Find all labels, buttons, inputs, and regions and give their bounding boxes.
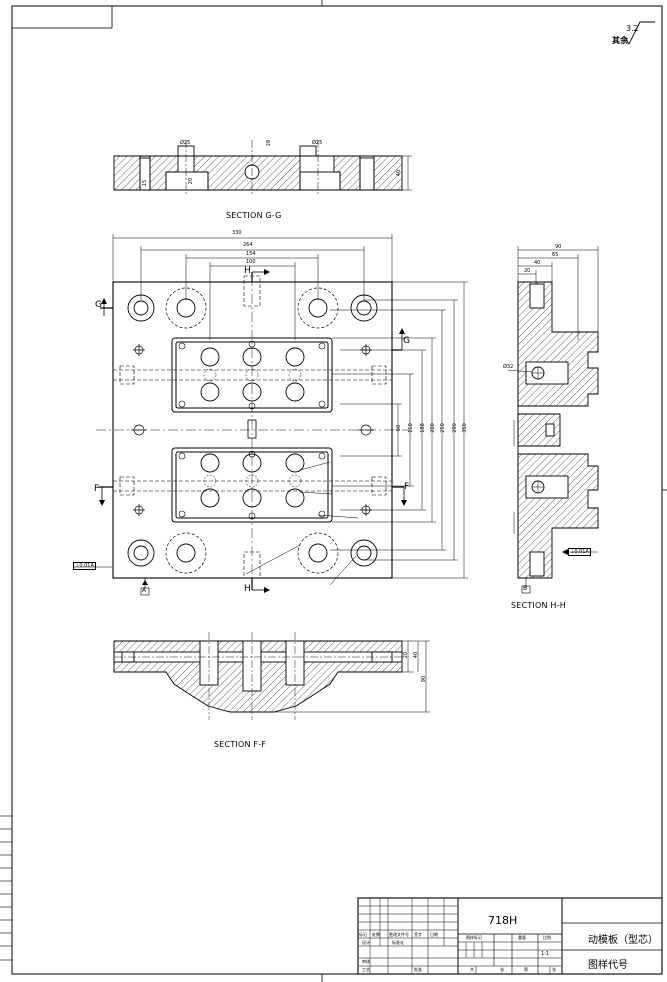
dim-ff-0: 20 [403,651,410,659]
tb-row-5: 设计 [362,940,370,945]
tb-row-2: 更改文件号 [389,932,409,937]
plan-view [73,234,468,596]
section-ff-view [113,632,430,720]
dim-top-2: 154 [246,251,256,257]
roughness-value: 3.2 [626,24,639,33]
dim-hh-0: 90 [555,244,562,250]
dim-gg-5: 20 [188,177,195,185]
tb-row-9: 批准 [414,967,422,972]
dim-right-0: 50 [396,424,403,432]
part-name: 动模板（型芯） [588,935,658,946]
dim-top-1: 264 [243,242,253,248]
tb-col-5: 第 [524,967,528,972]
dim-ff-2: 90 [421,675,428,683]
tb-col-3: 共 [470,967,474,972]
cut-label-h-top: H [244,266,251,276]
dim-right-6: 350 [461,423,468,433]
dim-top-3: 100 [246,259,256,265]
tb-row-6: 标准化 [392,940,404,945]
tb-row-8: 工艺 [362,967,370,972]
dim-right-3: 200 [429,423,436,433]
material-label: 718H [488,914,518,927]
tb-col-1: 重量 [518,935,526,940]
cut-label-f-left: F [94,484,100,494]
dim-diam-32: Ø32 [503,364,514,370]
tb-col-2: 比例 [543,935,551,940]
tb-col-6: 张 [552,967,556,972]
title-block [357,897,663,975]
datum-frame-right: ⊥0.01A [568,548,591,556]
datum-a-label: A [142,587,147,594]
dim-top-0: 330 [232,230,242,236]
cut-label-g-left: G [95,300,102,310]
dim-right-1: 110 [407,423,414,433]
revision-strip [0,815,12,961]
dim-hh-1: 65 [552,252,559,258]
tb-row-3: 签字 [414,932,422,937]
datum-frame-left: ⊥0.01A [73,562,96,570]
section-gg-view [113,140,412,196]
dim-gg-0: Ø25 [180,140,191,146]
dim-right-4: 250 [439,423,446,433]
tb-row-1: 处数 [372,932,380,937]
tb-row-0: 标记 [359,932,367,937]
roughness-note: 其余 [612,36,628,45]
tb-row-4: 日期 [430,932,438,937]
dim-gg-3: 40 [396,169,403,177]
section-gg-title: SECTION G-G [226,211,282,220]
drawing-number-label: 图样代号 [588,960,628,971]
dim-gg-1: Ø25 [312,140,323,146]
dim-right-2: 188 [419,423,426,433]
dim-ff-1: 40 [413,651,420,659]
cut-label-g-right: G [403,336,410,346]
datum-b-label: B [523,585,528,592]
dim-hh-2: 40 [534,260,541,266]
dim-gg-2: 28 [266,139,273,147]
dim-right-5: 290 [451,423,458,433]
section-ff-title: SECTION F-F [214,740,267,749]
cut-label-f-right: F [404,482,410,492]
section-hh-view [507,246,599,594]
tb-col-0: 图样标记 [466,935,482,940]
dim-hh-3: 20 [524,268,531,274]
tb-row-7: 审核 [362,959,370,964]
roughness-symbol [623,21,655,45]
drawing-border [11,0,667,982]
dim-gg-4: 15 [142,179,149,187]
scale-value: 1:1 [541,951,550,957]
section-hh-title: SECTION H-H [511,601,566,610]
cut-label-h-bottom: H [244,584,251,594]
tb-col-4: 张 [500,967,504,972]
